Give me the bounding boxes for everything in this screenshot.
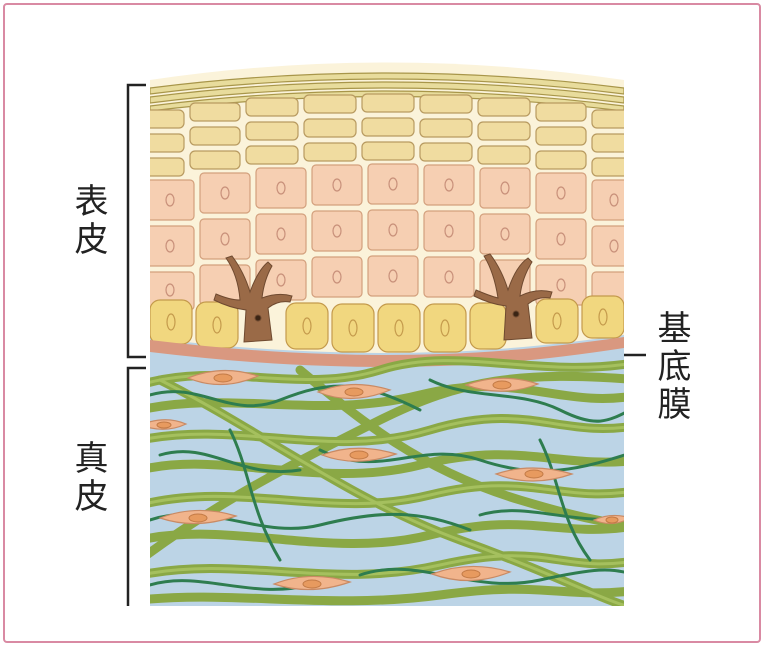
basal-layer [150,295,624,353]
fibroblast-nuclei [156,373,619,589]
melanocyte-right [473,253,553,341]
spinous-nuclei [165,177,619,297]
granular-layer [150,93,624,177]
epidermis-label: 表皮 [68,183,108,259]
melanocyte-left [213,255,293,343]
outer-frame [3,3,761,643]
dermis-bracket [126,366,146,606]
spinous-layer [150,163,624,311]
basement-membrane-label: 基底膜 [651,310,691,424]
dermis-label: 真皮 [68,440,108,516]
epidermis-bracket [126,83,146,359]
basal-nuclei [166,308,608,337]
